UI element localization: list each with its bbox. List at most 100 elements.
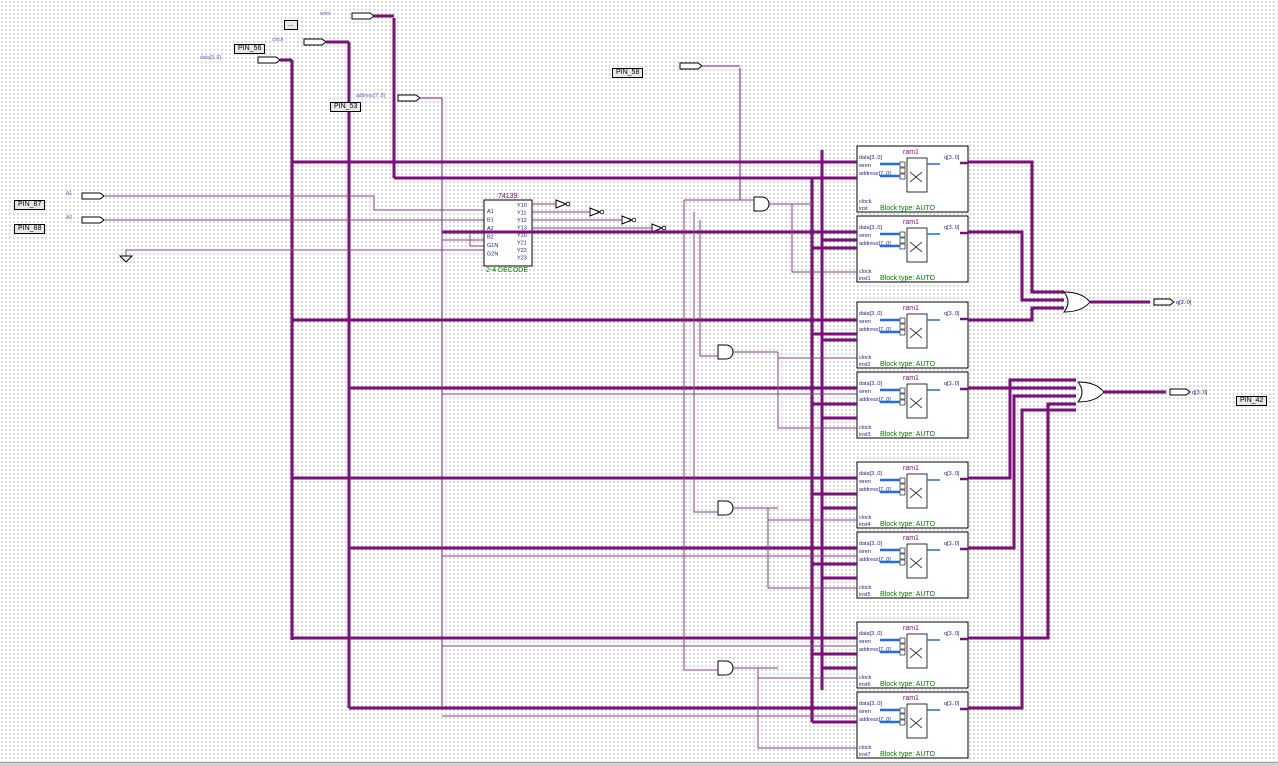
input-pin-address[interactable] [397,94,421,102]
ram-port-address-4: address[7..0] [859,487,891,493]
ram7-to-or2 [968,408,1076,710]
ram-port-data-6: data[3..0] [859,631,882,637]
ram-port-address-0: address[7..0] [859,171,891,177]
ram-reg-pin-1-2 [899,243,906,250]
ram-port-wren-2: wren [858,319,871,325]
decoder-port-y11: Y11 [517,211,526,217]
output-label-q1: q[3..0] [1176,300,1192,306]
pin-label-42[interactable]: PIN_42 [1236,396,1268,406]
ram-port-address-6: address[7..0] [859,647,891,653]
ram-output-label-7: q[3..0] [944,701,960,707]
inverter-bubble-3 [661,225,667,231]
ram-footer-6: Block type: AUTO [880,681,936,688]
ram-port-clock-3: clock [859,425,872,431]
ram-port-clock-6: clock [859,675,872,681]
ram-footer-1: Block type: AUTO [880,275,936,282]
output-pin-q1[interactable] [1153,298,1175,306]
ram-reg-pin-2-1 [899,323,906,330]
ram-register-7 [906,703,928,739]
ram-port-wren-7: wren [858,709,871,715]
ram-reg-pin-7-2 [899,719,906,726]
inverter-bubble-2 [631,217,637,223]
inverter-0 [555,199,568,209]
inverter-2 [621,215,634,225]
ram-reg-pin-1-0 [899,231,906,238]
ram-reg-pin-0-1 [899,167,906,174]
input-label-clock: clock [272,37,284,43]
ram-reg-pin-5-1 [899,553,906,560]
ram-reg-pin-3-0 [899,387,906,394]
ram6-to-or2 [968,402,1076,640]
ram-footer-4: Block type: AUTO [880,521,936,528]
and-input-b [693,212,718,513]
ram-cross-6 [909,647,923,659]
decoder-port-y21: Y21 [517,241,527,247]
ram-title-5: ram1 [903,535,919,542]
ram-title-4: ram1 [903,465,919,472]
and-input-a [683,199,754,671]
ram-inst-label-1: inst1 [859,276,871,282]
ram-cross-1 [909,241,923,253]
ram-port-wren-4: wren [858,479,871,485]
pin-label-56[interactable]: PIN_56 [234,44,266,54]
ram-port-address-1: address[7..0] [859,241,891,247]
ram-register-0 [906,157,928,193]
input-label-data: data[3..0] [200,55,221,61]
ram-reg-pin-5-2 [899,559,906,566]
inverter-bubble-1 [599,209,605,215]
pin-label-blank[interactable]: ... [284,20,298,30]
ram-register-2 [906,313,928,349]
ram-port-data-5: data[3..0] [859,541,882,547]
ram-port-data-4: data[3..0] [859,471,882,477]
or-gate-0 [1062,291,1091,313]
ram-reg-pin-0-2 [899,173,906,180]
ram-port-wren-3: wren [858,389,871,395]
pin-label-58[interactable]: PIN_58 [612,68,644,78]
ram-footer-5: Block type: AUTO [880,591,936,598]
input-label-wren: wren [320,11,331,17]
ram-reg-pin-3-1 [899,393,906,400]
ram-inst-label-0: inst [859,206,868,212]
a1-wire [104,195,484,211]
input-pin-58[interactable] [679,62,703,70]
decoder-title: 74139 [498,193,518,200]
input-pin-clock[interactable] [303,38,327,46]
ram-title-3: ram1 [903,375,919,382]
decoder-port-b2: B2 [487,235,494,241]
pin-label-87[interactable]: PIN_87 [14,200,46,210]
ram-footer-3: Block type: AUTO [880,431,936,438]
ram-footer-7: Block type: AUTO [880,751,936,758]
decoder-port-g2n: G2N [487,252,498,258]
ram-port-address-5: address[7..0] [859,557,891,563]
decoder-port-b1: B1 [487,218,494,224]
ram-footer-2: Block type: AUTO [880,361,936,368]
ram-title-1: ram1 [903,219,919,226]
input-pin-a0[interactable] [81,216,105,224]
ram-title-6: ram1 [903,625,919,632]
ram-output-label-3: q[3..0] [944,381,960,387]
decoder-port-g1n: G1N [487,243,498,249]
ram-output-label-6: q[3..0] [944,631,960,637]
ram-port-clock-7: clock [859,745,872,751]
ram-cross-2 [909,327,923,339]
ram-output-label-4: q[3..0] [944,471,960,477]
and3-to-ram7-clock [757,668,857,749]
input-pin-wren[interactable] [351,12,375,20]
ram-inst-label-5: inst5 [859,592,871,598]
ram-register-4 [906,473,928,509]
ram-port-data-0: data[3..0] [859,155,882,161]
output-pin-q2[interactable] [1169,388,1191,396]
decoder-port-y12: Y12 [517,218,527,224]
status-bar [0,762,1278,766]
pin-label-88[interactable]: PIN_88 [14,224,46,234]
input-pin-data[interactable] [257,56,281,64]
and0-to-ram1-clock [791,204,857,273]
pin-label-53[interactable]: PIN_53 [330,102,362,112]
ram-cross-3 [909,397,923,409]
and-gate-3 [717,660,734,676]
decoder-port-a2: A2 [487,226,494,232]
ram-cross-7 [909,717,923,729]
input-pin-a1[interactable] [81,192,105,200]
